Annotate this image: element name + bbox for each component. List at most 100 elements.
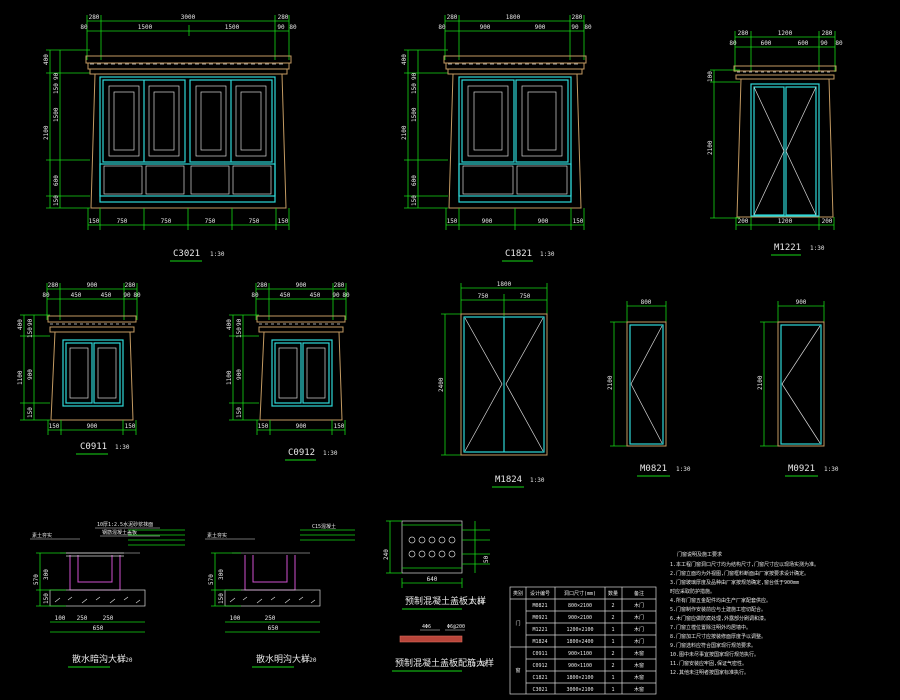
dim-text: 750 bbox=[205, 218, 216, 225]
dim-text: 150 bbox=[236, 407, 243, 418]
drawing-label: M0921 bbox=[788, 464, 815, 474]
table-cell: C0911 bbox=[532, 651, 547, 657]
dim-text: 1500 bbox=[225, 24, 240, 31]
table-cell: 3000×2100 bbox=[566, 687, 593, 693]
table-cell: 木窗 bbox=[634, 662, 644, 669]
dim-text: 280 bbox=[572, 14, 583, 21]
dim-text: 650 bbox=[93, 625, 104, 632]
drawing-label: 预制混凝土盖板大样 bbox=[405, 595, 486, 607]
rebar-holes bbox=[408, 536, 456, 558]
dim-text: 150 bbox=[27, 327, 34, 338]
dim-text: 150 bbox=[236, 327, 243, 338]
dim-text: 450 bbox=[310, 292, 321, 299]
note-text: 钢筋混凝土盖板 bbox=[102, 529, 137, 536]
notes-title: 门窗说明及施工要求 bbox=[677, 551, 722, 558]
dim-text: 150 bbox=[89, 218, 100, 225]
drawing-label: M1221 bbox=[774, 243, 801, 253]
dim-text: 400 bbox=[226, 319, 233, 330]
dim-text: 150 bbox=[411, 195, 418, 206]
dim-text: 280 bbox=[822, 30, 833, 37]
drawing-label: 散水暗沟大样 bbox=[72, 653, 126, 665]
dim-text: 2100 bbox=[401, 125, 408, 140]
table-header: 数量 bbox=[608, 590, 618, 597]
note-line: 10.图中未尽事宜按国家现行规范执行。 bbox=[670, 651, 759, 658]
note-line: 1.本工程门窗洞口尺寸均为结构尺寸,门窗尺寸应以现场实测为准。 bbox=[670, 561, 819, 568]
dim-text: 150 bbox=[53, 195, 60, 206]
table-cell: C0912 bbox=[532, 663, 547, 669]
dim-text: 750 bbox=[161, 218, 172, 225]
elevation-c3021: 280 3000 280 80 1500 1500 90 80 400 90 1… bbox=[43, 14, 297, 262]
dim-text: 250 bbox=[265, 615, 276, 622]
elevation-c1821: 280 1800 280 80 900 900 90 80 400 90 150… bbox=[401, 14, 592, 262]
table-cell: 2 bbox=[611, 615, 614, 621]
scale-label: 1:30 bbox=[824, 466, 839, 473]
dim-text: 1200 bbox=[778, 30, 793, 37]
note-text: 10厚1:2.5水泥砂浆抹面 bbox=[97, 521, 153, 528]
dim-text: 640 bbox=[427, 576, 438, 583]
dim-text: 100 bbox=[707, 71, 714, 82]
dim-text: 650 bbox=[268, 625, 279, 632]
elevation-c0912: 280 900 280 80 450 450 90 80 400 90 150 … bbox=[226, 282, 350, 461]
dim-text: 2100 bbox=[43, 125, 50, 140]
scale-label: 1:20 bbox=[470, 599, 485, 606]
table-header: 备注 bbox=[634, 590, 644, 597]
dim-text: 150 bbox=[53, 83, 60, 94]
scale-label: 1:20 bbox=[118, 657, 133, 664]
dim-text: 3000 bbox=[181, 14, 196, 21]
dim-text: 750 bbox=[249, 218, 260, 225]
dim-text: 80 bbox=[133, 292, 141, 299]
detail-drainage-covered: 素土夯实 10厚1:2.5水泥砂浆抹面 钢筋混凝土盖板 570 300 150 … bbox=[30, 521, 185, 668]
dim-text: 900 bbox=[296, 423, 307, 430]
dim-text: 800 bbox=[641, 299, 652, 306]
dim-text: 750 bbox=[117, 218, 128, 225]
dim-text: 90 bbox=[820, 40, 828, 47]
dim-text: 150 bbox=[411, 83, 418, 94]
note-text: 素土夯实 bbox=[207, 532, 227, 539]
dim-text: 90 bbox=[277, 24, 285, 31]
dim-text: 600 bbox=[761, 40, 772, 47]
scale-label: 1:30 bbox=[323, 450, 338, 457]
scale-label: 1:20 bbox=[472, 661, 487, 668]
dim-text: 570 bbox=[208, 574, 215, 585]
dim-text: 150 bbox=[258, 423, 269, 430]
note-line: 5.门窗制作安装前应与土建施工密切配合。 bbox=[670, 606, 766, 613]
table-cell: 2 bbox=[611, 651, 614, 657]
dim-text: 90 bbox=[332, 292, 340, 299]
dim-text: 600 bbox=[53, 175, 60, 186]
table-cell: 木窗 bbox=[634, 650, 644, 657]
dim-text: 450 bbox=[280, 292, 291, 299]
drawing-label: C0911 bbox=[80, 442, 107, 452]
note-line: 4.所有门窗五金配件均由生产厂家配套供应。 bbox=[670, 597, 771, 604]
dim-text: 900 bbox=[482, 218, 493, 225]
construction-notes: 门窗说明及施工要求 1.本工程门窗洞口尺寸均为结构尺寸,门窗尺寸应以现场实测为准… bbox=[670, 551, 819, 676]
scale-label: 1:30 bbox=[810, 245, 825, 252]
note-line: 时应采取防护措施。 bbox=[670, 588, 715, 595]
dim-text: 250 bbox=[77, 615, 88, 622]
dim-text: 300 bbox=[43, 569, 50, 580]
dim-text: 280 bbox=[89, 14, 100, 21]
table-cell: 木门 bbox=[634, 602, 644, 609]
table-cell: M0821 bbox=[532, 603, 547, 609]
dim-text: 450 bbox=[101, 292, 112, 299]
table-cell: 木门 bbox=[634, 626, 644, 633]
dim-text: 240 bbox=[383, 549, 390, 560]
dim-text: 80 bbox=[289, 24, 297, 31]
dim-text: 1800 bbox=[506, 14, 521, 21]
scale-label: 1:30 bbox=[540, 251, 555, 258]
table-cell: 1800×2400 bbox=[566, 639, 593, 645]
dim-text: 150 bbox=[27, 407, 34, 418]
detail-drainage-open: 素土夯实 C15混凝土 570 300 150 100 250 650 散水明沟… bbox=[205, 523, 355, 668]
dim-text: 2100 bbox=[607, 375, 614, 390]
dim-text: 600 bbox=[798, 40, 809, 47]
dim-text: 90 bbox=[123, 292, 131, 299]
note-line: 3.门窗玻璃厚度及品种由厂家按规范确定,窗台低于900mm bbox=[670, 579, 799, 586]
dim-text: 100 bbox=[55, 615, 66, 622]
dim-text: 150 bbox=[218, 593, 225, 604]
dim-text: 450 bbox=[71, 292, 82, 299]
table-group: 窗 bbox=[515, 667, 520, 674]
dim-text: 1100 bbox=[226, 370, 233, 385]
dim-text: 80 bbox=[729, 40, 737, 47]
scale-label: 1:20 bbox=[302, 657, 317, 664]
dim-text: 150 bbox=[447, 218, 458, 225]
table-cell: 2 bbox=[611, 663, 614, 669]
